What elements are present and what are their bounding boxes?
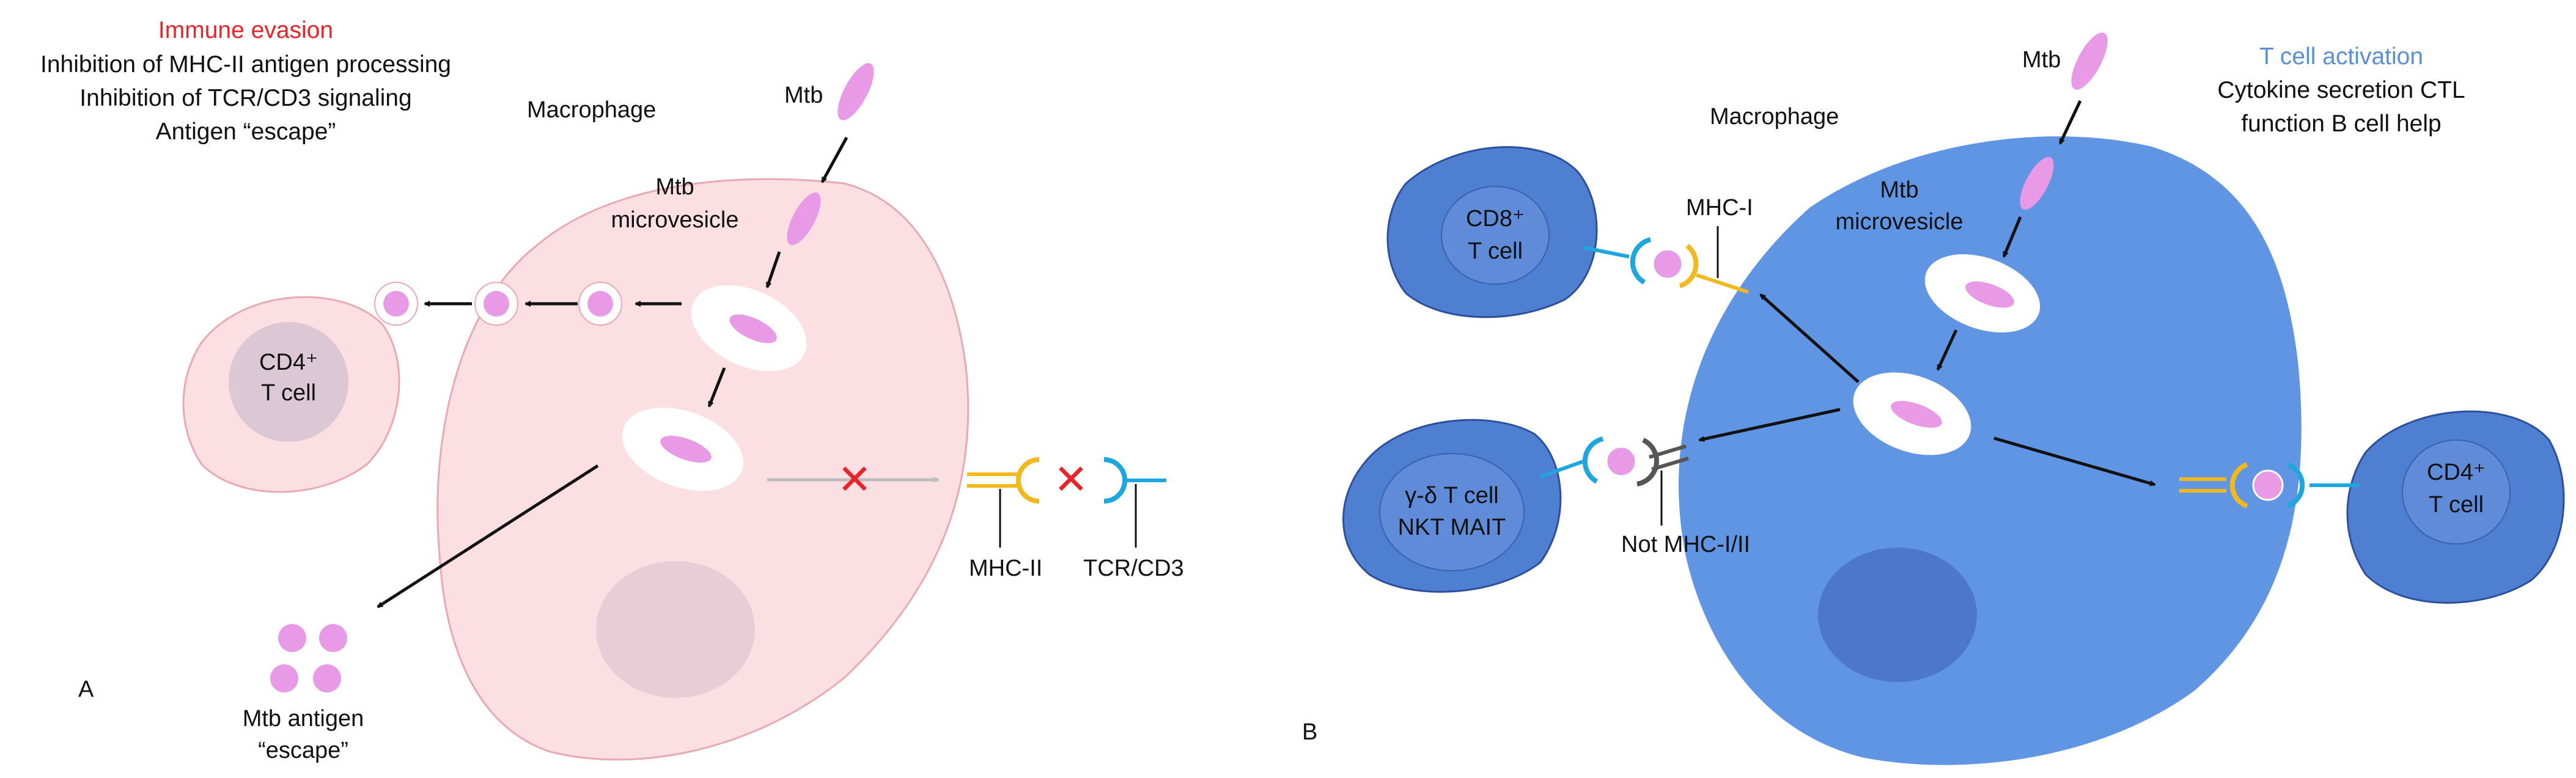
blocked-cross-a: ✕ xyxy=(837,457,872,503)
mtb-bacterium-b xyxy=(2071,32,2108,90)
microvesicle-label-a: microvesicle xyxy=(611,207,738,233)
blocked-cross-a-2: ✕ xyxy=(1054,457,1089,503)
arrow-to-vesicle-a xyxy=(765,251,781,288)
cd4-t-cell-a-nucleus xyxy=(229,322,348,442)
tcr-non-classical-complex-b xyxy=(1539,436,1689,526)
microvesicle-label-a: Mtb xyxy=(655,174,694,200)
cd4-label-a: CD4⁺ xyxy=(259,350,318,375)
arrow-mtb-entry-a xyxy=(820,136,848,183)
mhc-i-label-b: MHC-I xyxy=(1686,195,1753,221)
cd4-label-b: CD4⁺ xyxy=(2427,460,2486,485)
arrow-vesicle-down-b xyxy=(1936,329,1958,371)
mtb-in-vesicle-a-2 xyxy=(660,436,712,463)
macrophage-a-label: Macrophage xyxy=(527,97,656,123)
microvesicle-label-b: microvesicle xyxy=(1835,209,1963,235)
antigen-escape-label-a: Mtb antigen xyxy=(243,706,364,732)
panel-a: A Immune evasion Inhibition of MHC-II an… xyxy=(40,17,1184,763)
exosome-a-3-core xyxy=(383,291,409,317)
arrow-to-mhc-ii-b xyxy=(1993,436,2156,486)
cd8-label-b: CD8⁺ xyxy=(1466,206,1525,232)
mhc-ii-label-a: MHC-II xyxy=(969,556,1042,581)
macrophage-b xyxy=(1679,136,2302,765)
panel-a-header-line: Inhibition of TCR/CD3 signaling xyxy=(79,85,411,111)
mtb-inside-a xyxy=(787,192,821,246)
arrow-to-not-mhc-b xyxy=(1698,408,1841,442)
panel-b-header-line: function B cell help xyxy=(2241,111,2441,137)
microvesicle-label-b: Mtb xyxy=(1880,177,1918,203)
tcr-mhc-ii-complex-b xyxy=(2179,462,2360,508)
arrow-to-mhc-i-b xyxy=(1759,293,1860,383)
tcr-cd3-label-a: TCR/CD3 xyxy=(1083,556,1184,581)
not-mhc-label-b: Not MHC-I/II xyxy=(1621,532,1750,557)
cd4-label-b: T cell xyxy=(2429,492,2484,518)
panel-a-header-title: Immune evasion xyxy=(158,17,333,43)
cd4-label-a: T cell xyxy=(261,380,316,406)
arrow-antigen-escape-a xyxy=(377,464,599,609)
macrophage-b-label: Macrophage xyxy=(1710,104,1839,130)
cd8-label-b: T cell xyxy=(1468,238,1523,264)
mtb-label-a: Mtb xyxy=(784,83,823,108)
mtb-inside-b xyxy=(2020,156,2054,210)
gd-label-b: NKT MAIT xyxy=(1398,515,1506,540)
panel-b-header-line: Cytokine secretion CTL xyxy=(2217,77,2465,103)
mtb-in-vesicle-a-1 xyxy=(729,314,777,343)
arrow-mtb-entry-b xyxy=(2058,100,2082,145)
arrow-to-vesicle-b xyxy=(2002,216,2022,258)
macrophage-a-nucleus xyxy=(596,561,755,698)
mtb-antigen-particles-a xyxy=(270,624,347,692)
panel-b-header-title: T cell activation xyxy=(2259,43,2423,70)
arrow-vesicle-down-a xyxy=(707,367,726,408)
mhc-ii-receptor-a xyxy=(967,457,1040,548)
panel-a-letter: A xyxy=(78,677,94,702)
panel-b: B T cell activation Cytokine secretion C… xyxy=(1302,32,2565,765)
macrophage-b-nucleus xyxy=(1818,548,1977,682)
mtb-in-vesicle-b-1 xyxy=(1965,281,2014,308)
panel-b-letter: B xyxy=(1302,719,1317,745)
tcr-cd3-receptor-a xyxy=(1103,457,1166,548)
mtb-in-vesicle-b-2 xyxy=(1891,401,1942,428)
antigen-escape-label-a: “escape” xyxy=(258,738,348,763)
exosome-a-1-core xyxy=(587,291,613,317)
cd4-t-cell-b-nucleus xyxy=(2402,439,2511,545)
mtb-label-b: Mtb xyxy=(2022,47,2061,73)
gd-label-b: γ-δ T cell xyxy=(1405,483,1498,508)
tcr-mhc-i-complex-b xyxy=(1583,226,1749,294)
mtb-bacterium-a xyxy=(837,63,874,120)
cd8-t-cell-b-nucleus xyxy=(1441,186,1550,285)
panel-a-header-line: Inhibition of MHC-II antigen processing xyxy=(40,51,451,78)
gd-t-cell-b-nucleus xyxy=(1379,453,1525,571)
exosome-a-2-core xyxy=(484,291,509,317)
panel-a-header-line: Antigen “escape” xyxy=(156,119,336,145)
